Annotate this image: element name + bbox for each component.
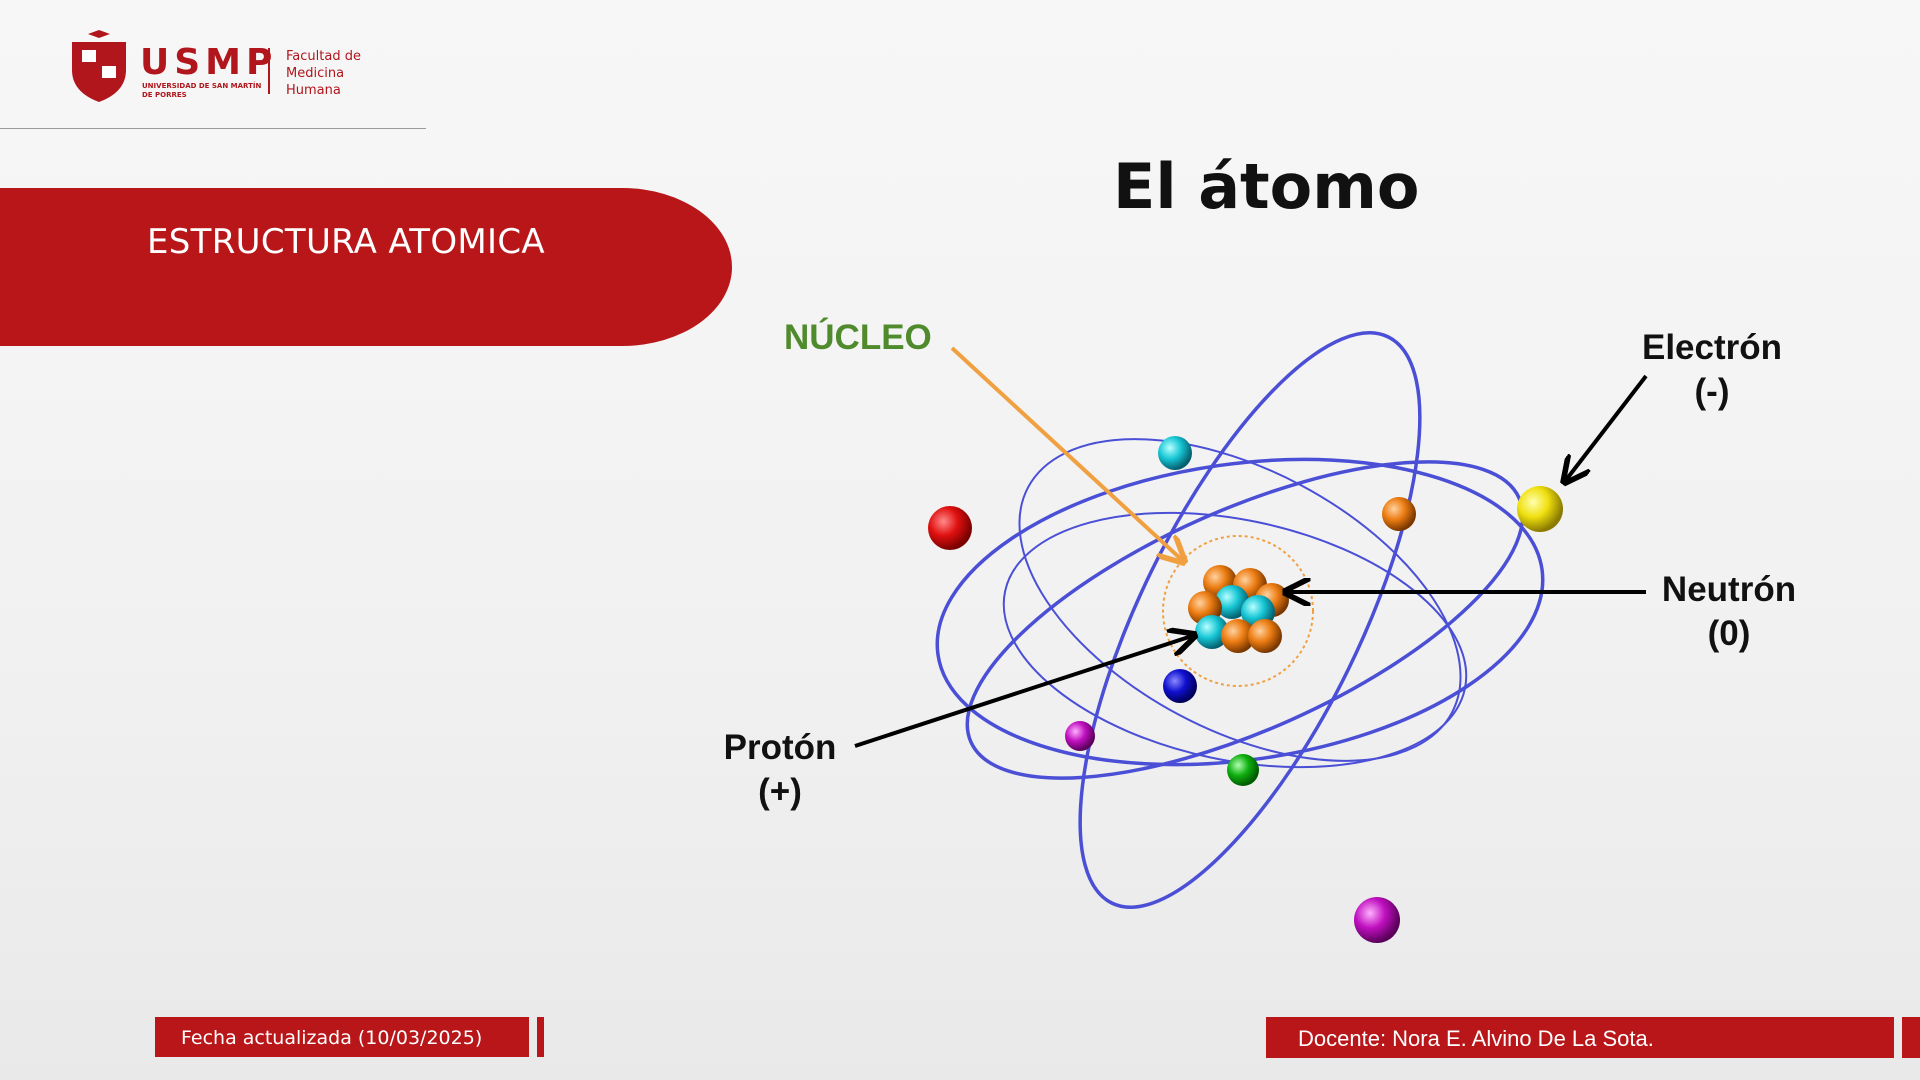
- footer-teacher-tab: [1902, 1017, 1920, 1058]
- section-banner-label: ESTRUCTURA ATOMICA: [147, 222, 545, 262]
- brand-name: USMP: [140, 42, 278, 83]
- faculty-line-1: Facultad de: [286, 49, 361, 64]
- electron-orange: [1382, 497, 1416, 531]
- neutron-label-name: Neutrón: [1661, 570, 1797, 609]
- neutron-label-charge: (0): [1707, 614, 1751, 653]
- slide-title: El átomo: [1113, 150, 1420, 223]
- electron-orbits: [935, 331, 1545, 909]
- footer-date-tab: [537, 1017, 544, 1057]
- electron-green: [1227, 754, 1259, 786]
- faculty-line-3: Humana: [286, 83, 341, 98]
- proton: [1215, 585, 1249, 619]
- nucleus-boundary: [1162, 535, 1314, 687]
- electron-yellow: [1517, 486, 1563, 532]
- proton-label-charge: (+): [758, 772, 802, 811]
- electron-cyan: [1158, 436, 1192, 470]
- electron-label-name: Electrón: [1641, 328, 1783, 367]
- header-divider: [0, 128, 426, 129]
- electron-label: Electrón (-): [1630, 326, 1794, 414]
- footer-teacher: Docente: Nora E. Alvino De La Sota.: [1298, 1026, 1654, 1051]
- logo-divider-vertical: [268, 48, 270, 94]
- orbit-3: [1078, 331, 1422, 909]
- nucleus-arrow: [950, 346, 1182, 560]
- proton-label-name: Protón: [723, 728, 837, 767]
- usmp-logo: [72, 30, 126, 102]
- electron-blue: [1163, 669, 1197, 703]
- neutron-label: Neutrón (0): [1650, 568, 1808, 656]
- electron-magenta: [1354, 897, 1400, 943]
- footer-date: Fecha actualizada (10/03/2025): [181, 1027, 483, 1049]
- proton-label: Protón (+): [710, 726, 850, 814]
- electron-label-charge: (-): [1694, 372, 1730, 411]
- proton-arrow: [854, 636, 1192, 748]
- electrons: [928, 436, 1563, 943]
- faculty-line-2: Medicina: [286, 66, 345, 81]
- orbit-4: [1002, 511, 1468, 769]
- faculty-name: Facultad de Medicina Humana: [286, 48, 361, 99]
- footer-teacher-bar: [1266, 1017, 1894, 1058]
- nucleus: [1188, 565, 1289, 653]
- orbit-1: [935, 457, 1545, 767]
- electron-red: [928, 506, 972, 550]
- electron-magenta-small: [1065, 721, 1095, 751]
- orbit-2: [965, 460, 1525, 780]
- orbit-5: [1018, 438, 1462, 762]
- university-name: UNIVERSIDAD DE SAN MARTÍN DE PORRES: [142, 82, 262, 99]
- footer-date-bar: [155, 1017, 529, 1057]
- section-banner: [0, 188, 732, 346]
- nucleus-label: NÚCLEO: [784, 318, 932, 357]
- proton: [1195, 615, 1229, 649]
- electron-arrow: [1566, 374, 1648, 480]
- neutron: [1248, 619, 1282, 653]
- neutron: [1221, 619, 1255, 653]
